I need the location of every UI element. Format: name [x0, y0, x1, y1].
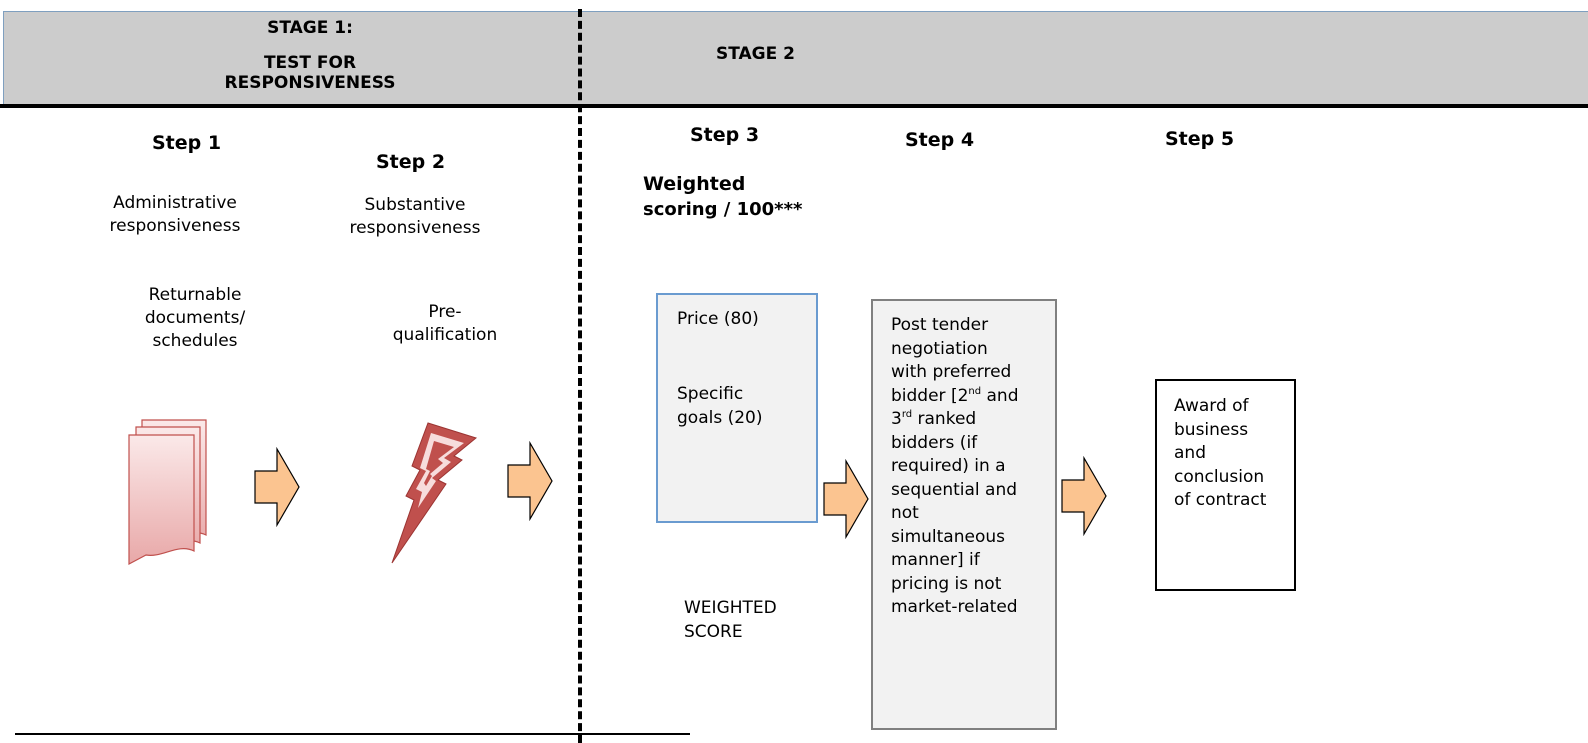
- header-bottom-rule: [0, 104, 1588, 108]
- price-label: Price (80): [677, 309, 759, 329]
- negotiation-line: Post tender: [891, 315, 989, 335]
- stage2-label: STAGE 2: [716, 44, 795, 64]
- step2-desc-line1: Substantive: [364, 195, 466, 215]
- negotiation-line: not: [891, 503, 919, 523]
- step1-desc-line1: Administrative: [113, 193, 237, 213]
- award-line: business: [1174, 419, 1249, 440]
- step3-title: Step 3: [690, 124, 760, 146]
- lightning-bolt-icon: [391, 422, 478, 564]
- step4-title: Step 4: [905, 129, 975, 151]
- award-line: conclusion: [1174, 466, 1265, 487]
- negotiation-line: market-related: [891, 597, 1018, 617]
- step2-item: Pre- qualification: [360, 301, 530, 347]
- goals-line1: Specific: [677, 384, 744, 404]
- step1-description: Administrative responsiveness: [90, 192, 260, 238]
- negotiation-line: bidders (if: [891, 432, 978, 453]
- stage-header-band: [3, 11, 1588, 105]
- stage1-line1: STAGE 1:: [267, 18, 353, 38]
- negotiation-line: bidder [2nd and: [891, 385, 1019, 406]
- step3-heading-line2: scoring / 100***: [643, 199, 803, 220]
- award-box: [1155, 379, 1296, 591]
- step5-title: Step 5: [1165, 128, 1235, 150]
- step3-heading: Weighted scoring / 100***: [643, 172, 802, 222]
- arrow-right-icon: [254, 447, 300, 527]
- arrow-right-icon: [823, 459, 869, 539]
- negotiation-line: manner] if: [891, 550, 980, 570]
- step1-item-line1: Returnable: [148, 285, 242, 305]
- step1-item: Returnable documents/ schedules: [110, 284, 280, 353]
- negotiation-line: 3rd ranked: [891, 409, 977, 429]
- step3-heading-line1: Weighted: [643, 173, 746, 195]
- arrow-right-icon: [507, 441, 553, 521]
- step2-item-line2: qualification: [392, 325, 498, 345]
- negotiation-line: sequential and: [891, 479, 1018, 500]
- stage1-line2: TEST FOR: [263, 53, 357, 73]
- negotiation-line: pricing is not: [891, 573, 1002, 594]
- award-line: Award of: [1174, 396, 1249, 416]
- step2-title: Step 2: [376, 151, 446, 173]
- weighted-score-label: WEIGHTED SCORE: [684, 597, 777, 644]
- negotiation-line: with preferred: [891, 362, 1012, 382]
- step1-item-line3: schedules: [152, 331, 238, 351]
- score-line1: WEIGHTED: [684, 598, 777, 618]
- score-line2: SCORE: [684, 621, 743, 642]
- negotiation-box: [871, 299, 1057, 730]
- documents-icon: [128, 419, 207, 565]
- stage1-line3: RESPONSIVENESS: [224, 73, 396, 93]
- award-text: Award of business and conclusion of cont…: [1174, 395, 1266, 513]
- negotiation-line: required) in a: [891, 456, 1006, 476]
- specific-goals-label: Specific goals (20): [677, 383, 763, 430]
- step1-desc-line2: responsiveness: [109, 216, 241, 236]
- footer-rule: [15, 733, 690, 735]
- negotiation-line: simultaneous: [891, 526, 1005, 547]
- step2-item-line1: Pre-: [428, 302, 462, 322]
- step1-title: Step 1: [152, 132, 222, 154]
- negotiation-text: Post tender negotiation with preferred b…: [891, 314, 1018, 620]
- step1-item-line2: documents/: [144, 308, 246, 328]
- step2-desc-line2: responsiveness: [349, 218, 481, 238]
- award-line: of contract: [1174, 490, 1267, 510]
- stage-divider: [578, 9, 582, 743]
- stage1-label: STAGE 1: TEST FOR RESPONSIVENESS: [195, 18, 425, 93]
- award-line: and: [1174, 443, 1206, 463]
- step2-description: Substantive responsiveness: [330, 194, 500, 240]
- scoring-box: [656, 293, 818, 523]
- goals-line2: goals (20): [677, 407, 763, 428]
- arrow-right-icon: [1061, 456, 1107, 536]
- negotiation-line: negotiation: [891, 338, 988, 359]
